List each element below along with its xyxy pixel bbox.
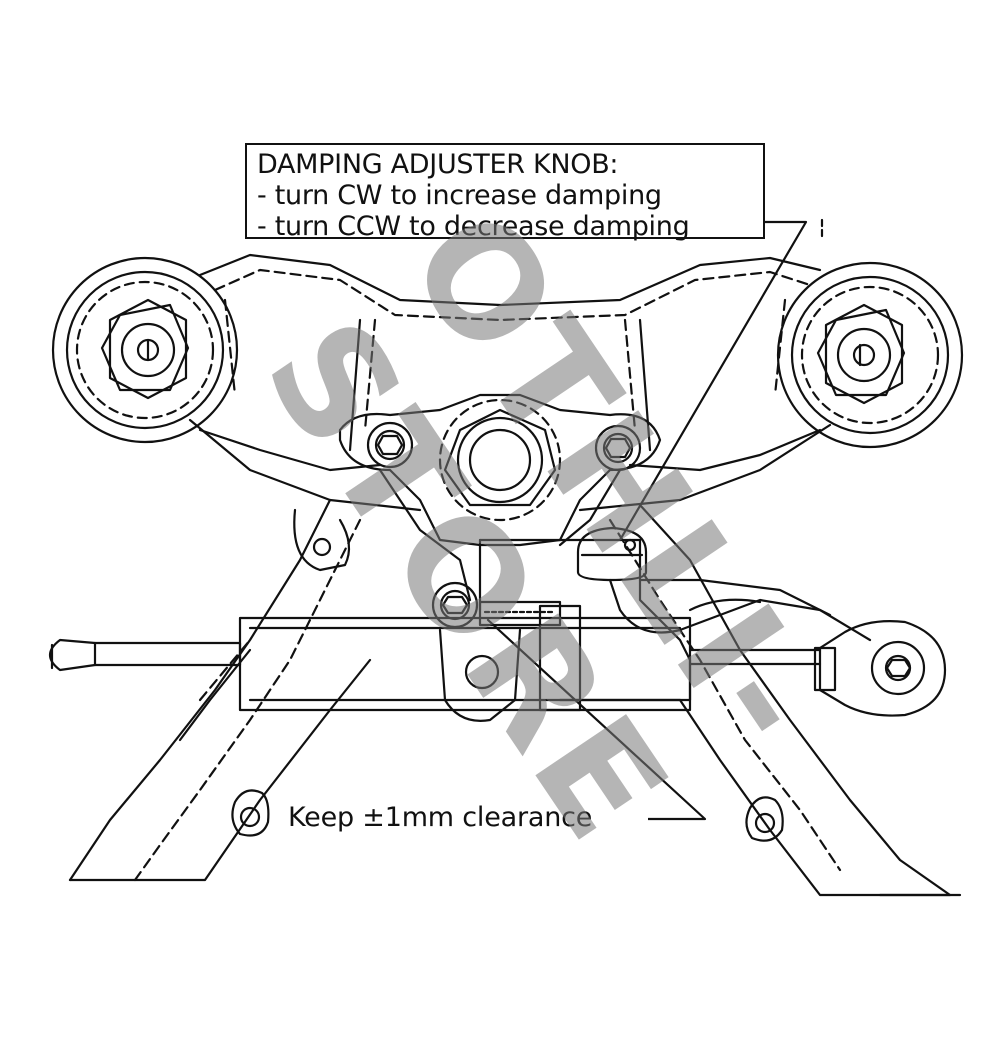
stem-nut-bracket <box>293 393 662 602</box>
frame-bolts <box>231 789 784 842</box>
callout-line-ccw: - turn CCW to decrease damping <box>257 211 690 242</box>
callout-title: DAMPING ADJUSTER KNOB: <box>257 149 619 180</box>
callout-line-cw: - turn CW to increase damping <box>257 180 662 211</box>
installation-diagram: DAMPING ADJUSTER KNOB: - turn CW to incr… <box>48 143 964 897</box>
left-fork-nut <box>100 298 190 400</box>
damping-adjuster-callout: DAMPING ADJUSTER KNOB: - turn CW to incr… <box>245 143 765 242</box>
leader-lines <box>486 218 824 821</box>
triple-clamp <box>51 253 964 512</box>
right-fork-nut <box>816 303 906 405</box>
frame-rails <box>68 498 962 897</box>
damper-rod <box>48 620 947 717</box>
steering-damper-drawing <box>48 218 964 897</box>
clearance-label: Keep ±1mm clearance <box>288 798 648 838</box>
